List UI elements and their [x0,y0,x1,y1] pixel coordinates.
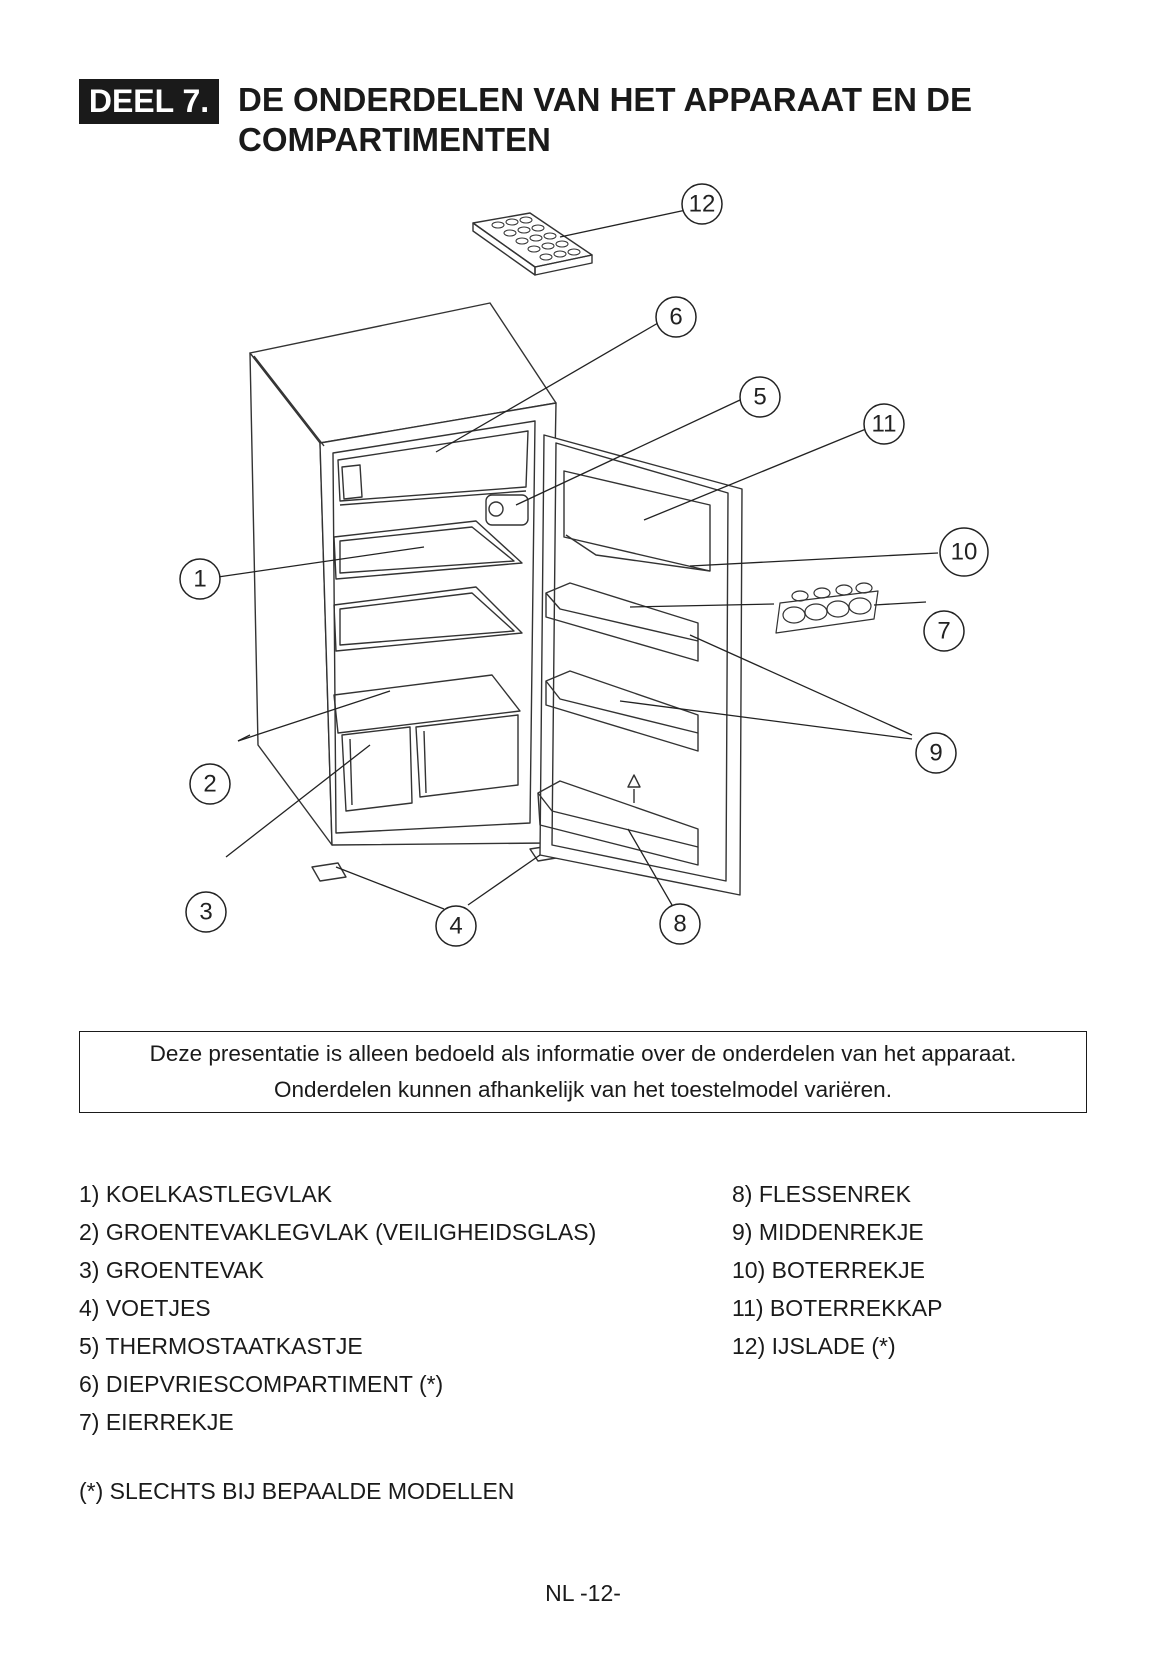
list-item: 8) FLESSENREK [732,1181,911,1207]
list-item: 4) VOETJES [79,1295,211,1321]
page-number: NL -12- [545,1580,621,1606]
fridge-parts-diagram: 12 6 5 11 10 7 9 1 2 3 4 8 [179,183,989,947]
page-title: DE ONDERDELEN VAN HET APPARAAT EN DE COM… [238,81,972,158]
egg-tray-illustration [775,582,879,634]
callout-8: 8 [673,911,686,938]
cabinet-illustration [249,302,563,882]
door-illustration [537,434,743,896]
list-item: 1) KOELKASTLEGVLAK [79,1181,333,1207]
list-item: 9) MIDDENREKJE [732,1219,924,1245]
callout-10: 10 [951,539,978,566]
list-item: 5) THERMOSTAATKASTJE [79,1333,363,1359]
parts-list-right: 8) FLESSENREK 9) MIDDENREKJE 10) BOTERRE… [732,1175,942,1365]
section-badge: DEEL 7. [79,79,219,124]
callout-7: 7 [937,618,950,645]
list-item: 3) GROENTEVAK [79,1257,264,1283]
list-item: 12) IJSLADE (*) [732,1333,896,1359]
list-item: 6) DIEPVRIESCOMPARTIMENT (*) [79,1371,444,1397]
footnote: (*) SLECHTS BIJ BEPAALDE MODELLEN [79,1478,515,1504]
parts-list-left: 1) KOELKASTLEGVLAK 2) GROENTEVAKLEGVLAK … [79,1175,596,1441]
callout-6: 6 [669,304,682,331]
notice-line-2: Onderdelen kunnen afhankelijk van het to… [274,1077,892,1102]
callout-5: 5 [753,384,766,411]
notice-line-1: Deze presentatie is alleen bedoeld als i… [149,1041,1017,1066]
ice-tray-illustration [472,212,593,276]
list-item: 11) BOTERREKKAP [732,1295,943,1321]
notice-box: Deze presentatie is alleen bedoeld als i… [79,1031,1087,1113]
callout-4: 4 [449,913,462,940]
callout-1: 1 [193,566,206,593]
callout-3: 3 [199,899,212,926]
callout-9: 9 [929,740,942,767]
leader-lines [217,206,939,910]
list-item: 7) EIERREKJE [79,1409,234,1435]
callout-12: 12 [689,191,716,218]
list-item: 2) GROENTEVAKLEGVLAK (VEILIGHEIDSGLAS) [79,1219,597,1245]
list-item: 10) BOTERREKJE [732,1257,925,1283]
callout-2: 2 [203,771,216,798]
callout-11: 11 [872,411,897,438]
